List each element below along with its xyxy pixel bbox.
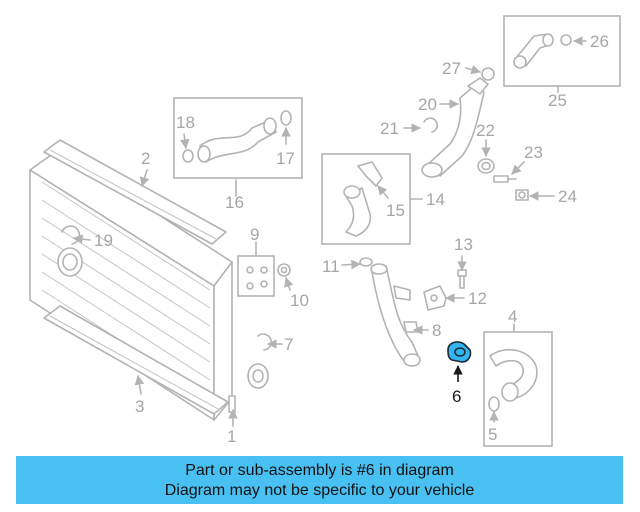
label-13: 13 xyxy=(454,235,473,254)
clamp-part-21 xyxy=(423,117,438,133)
clamp-part-18 xyxy=(182,149,194,163)
label-9: 9 xyxy=(250,225,259,244)
bolt-part-1 xyxy=(228,395,236,413)
group-box-16 xyxy=(173,97,303,179)
group-box-4 xyxy=(483,331,553,447)
label-22: 22 xyxy=(476,121,495,140)
label-20: 20 xyxy=(418,95,437,114)
pipe-part-20 xyxy=(421,77,489,178)
label-8: 8 xyxy=(432,321,441,340)
pipe-part-8 xyxy=(370,263,421,367)
intercooler-bottom-bracket xyxy=(43,305,229,415)
label-23: 23 xyxy=(524,143,543,162)
bolt-part-24 xyxy=(515,189,529,201)
label-3: 3 xyxy=(135,397,144,416)
label-10: 10 xyxy=(290,291,309,310)
group-box-9 xyxy=(237,255,275,297)
banner-line-1: Part or sub-assembly is #6 in diagram xyxy=(185,462,454,479)
label-26: 26 xyxy=(590,32,609,51)
hose-part-25 xyxy=(513,33,554,69)
hose-part-16 xyxy=(197,117,277,163)
label-14: 14 xyxy=(426,190,445,209)
intercooler-outlet-neck xyxy=(247,363,269,389)
label-4: 4 xyxy=(508,307,517,326)
label-1: 1 xyxy=(227,427,236,446)
banner-line-2: Diagram may not be specific to your vehi… xyxy=(164,482,475,499)
clamp-part-17 xyxy=(280,110,292,126)
highlighted-part-6[interactable] xyxy=(447,341,472,363)
callout-labels: 1 2 3 4 5 6 7 8 9 10 11 12 13 14 15 16 1… xyxy=(94,32,609,446)
clamp-part-11 xyxy=(359,257,373,267)
label-19: 19 xyxy=(94,231,113,250)
info-banner: Part or sub-assembly is #6 in diagram Di… xyxy=(16,456,623,504)
label-6: 6 xyxy=(452,387,461,406)
intercooler-inlet-neck xyxy=(57,247,83,277)
clamp-part-26 xyxy=(560,34,572,46)
label-27: 27 xyxy=(442,59,461,78)
nut-part-10 xyxy=(277,263,291,277)
label-5: 5 xyxy=(488,425,497,444)
clamp-part-7 xyxy=(257,333,273,351)
nut-part-22 xyxy=(477,158,495,174)
flange-part-12 xyxy=(423,285,447,311)
label-21: 21 xyxy=(380,119,399,138)
clamp-part-27 xyxy=(481,67,495,81)
label-12: 12 xyxy=(468,289,487,308)
leader-lines xyxy=(73,36,587,427)
intercooler-core xyxy=(29,149,233,421)
clamp-part-5 xyxy=(488,396,500,412)
label-18: 18 xyxy=(176,113,195,132)
group-box-25 xyxy=(503,15,621,87)
label-16: 16 xyxy=(225,193,244,212)
label-2: 2 xyxy=(141,149,150,168)
bolt-part-23 xyxy=(493,175,517,183)
bolt-part-13 xyxy=(457,269,467,289)
label-25: 25 xyxy=(548,91,567,110)
label-11: 11 xyxy=(322,257,340,276)
label-7: 7 xyxy=(284,335,293,354)
label-24: 24 xyxy=(558,187,577,206)
intercooler-top-bracket xyxy=(43,139,227,245)
hose-part-4 xyxy=(489,348,538,402)
bolts-part-9 xyxy=(246,266,268,290)
label-15: 15 xyxy=(386,201,405,220)
hose-part-15 xyxy=(343,161,383,237)
label-17: 17 xyxy=(276,149,295,168)
